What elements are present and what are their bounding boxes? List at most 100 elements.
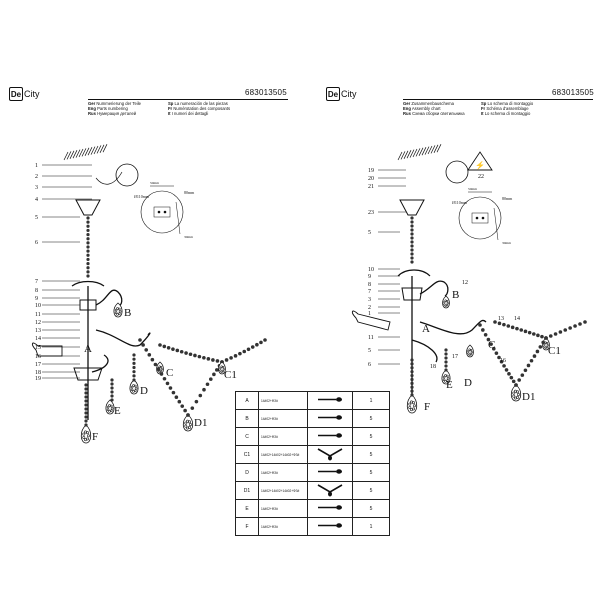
language-code: Sp <box>168 101 174 106</box>
chain-swag <box>177 399 182 404</box>
hatch-line <box>430 145 436 154</box>
hatch-line <box>412 148 418 158</box>
part-number: 17 <box>35 362 41 368</box>
chain-swag <box>263 338 267 342</box>
hatch-line <box>87 147 93 156</box>
chain-link <box>410 373 414 378</box>
chain-swag <box>238 351 242 356</box>
chain-swag <box>510 325 515 330</box>
part-number: 5 <box>368 348 371 354</box>
drop <box>328 491 332 497</box>
language-code: Fr <box>481 106 486 112</box>
chain-link <box>410 236 414 240</box>
part-number: 11 <box>35 312 41 318</box>
drop-d <box>129 379 139 395</box>
chain-swag <box>523 368 528 373</box>
mounting-plate-circle <box>458 196 502 240</box>
chain-link <box>410 216 414 220</box>
language-entry: Fr Schéma d'assemblage <box>481 106 533 111</box>
chain-link <box>410 381 414 385</box>
language-code: Sp <box>481 101 487 106</box>
drop-facet <box>446 302 449 305</box>
drop-facet <box>467 352 470 355</box>
chain-swag <box>141 343 145 347</box>
chain-swag <box>202 355 206 360</box>
ceiling-hatch <box>397 144 442 161</box>
chain-swag <box>504 368 509 372</box>
part-number: 2 <box>368 305 371 311</box>
assembly-diagram: ⚡50mmØ110mm80mm30mm192021235109873211156… <box>351 144 587 414</box>
dimension-label: Ø110mm <box>134 194 150 199</box>
chain-link <box>86 266 90 270</box>
drop <box>336 433 342 438</box>
product-code: 683013505 <box>552 88 594 97</box>
language-code: Rus <box>403 111 411 117</box>
chain-swag <box>205 382 210 387</box>
chain-swag <box>180 404 185 408</box>
chain-link <box>84 387 88 391</box>
pendant-key: C <box>235 427 259 446</box>
part-number: 7 <box>35 279 38 285</box>
chain-link <box>410 385 414 389</box>
language-text: Lo schema di montaggio <box>486 101 534 106</box>
language-entry: Rus Нумерация деталей <box>88 111 141 116</box>
hatch-line <box>415 148 421 157</box>
chain-v <box>317 448 343 457</box>
part-number: 9 <box>35 296 38 302</box>
chain-link <box>110 382 114 386</box>
drop-d1 <box>510 384 522 402</box>
drop-facet <box>134 384 137 388</box>
drop-facet <box>110 407 114 410</box>
brand-name: City <box>341 89 357 99</box>
language-text: La numeración de las piezas <box>173 101 228 106</box>
part-letter: C1 <box>224 369 237 381</box>
chain-link <box>444 360 448 364</box>
drop-facet <box>446 374 449 378</box>
pendant-key: A <box>235 391 259 410</box>
part-number: 15 <box>35 345 41 351</box>
drop-facet <box>412 401 415 405</box>
chain-swag <box>532 354 537 358</box>
hatch-line <box>397 151 403 161</box>
pendant-icon <box>318 433 342 438</box>
language-entry: Ger Nummerierung der Teile <box>88 101 141 106</box>
top-cup <box>71 280 105 287</box>
drop-facet <box>114 311 118 314</box>
part-letter: D <box>464 377 472 389</box>
part-letter: D1 <box>194 417 207 429</box>
drop-facet <box>110 404 113 408</box>
language-entry: It I numeri dei dettagli <box>168 111 230 116</box>
chain-link <box>410 366 414 370</box>
chain-swag <box>502 322 506 327</box>
chain-swag <box>494 351 499 355</box>
drop-facet <box>82 432 86 436</box>
candle-bulb <box>31 342 63 357</box>
chain-swag <box>497 321 502 326</box>
drop-facet <box>544 346 547 349</box>
chain-link <box>84 407 88 411</box>
pendant-code: 14#02+ФЗ# <box>258 517 308 536</box>
dimension-label: 30mm <box>502 241 511 245</box>
drop-facet <box>114 308 118 312</box>
chain-swag <box>188 352 193 357</box>
drop-facet <box>118 310 122 313</box>
drop-facet <box>108 410 111 413</box>
chain-link <box>410 260 414 264</box>
chain-swag <box>171 347 175 351</box>
part-number: 1 <box>35 163 38 169</box>
language-text: Lo schema di montaggio <box>483 111 531 117</box>
chain-link <box>410 240 414 244</box>
chain-swag <box>483 332 488 337</box>
screw <box>481 216 485 220</box>
chain-v <box>317 484 343 493</box>
chain-link <box>410 228 414 232</box>
chain-swag <box>242 349 247 354</box>
chain-swag <box>583 320 587 324</box>
pendant-code: 14#02+14#02+14#02+ФЗ# <box>258 481 308 500</box>
pendant-code: 14#02+ФЗ# <box>258 391 308 410</box>
chain-swag <box>538 345 543 349</box>
pendant-key: C1 <box>235 445 259 464</box>
